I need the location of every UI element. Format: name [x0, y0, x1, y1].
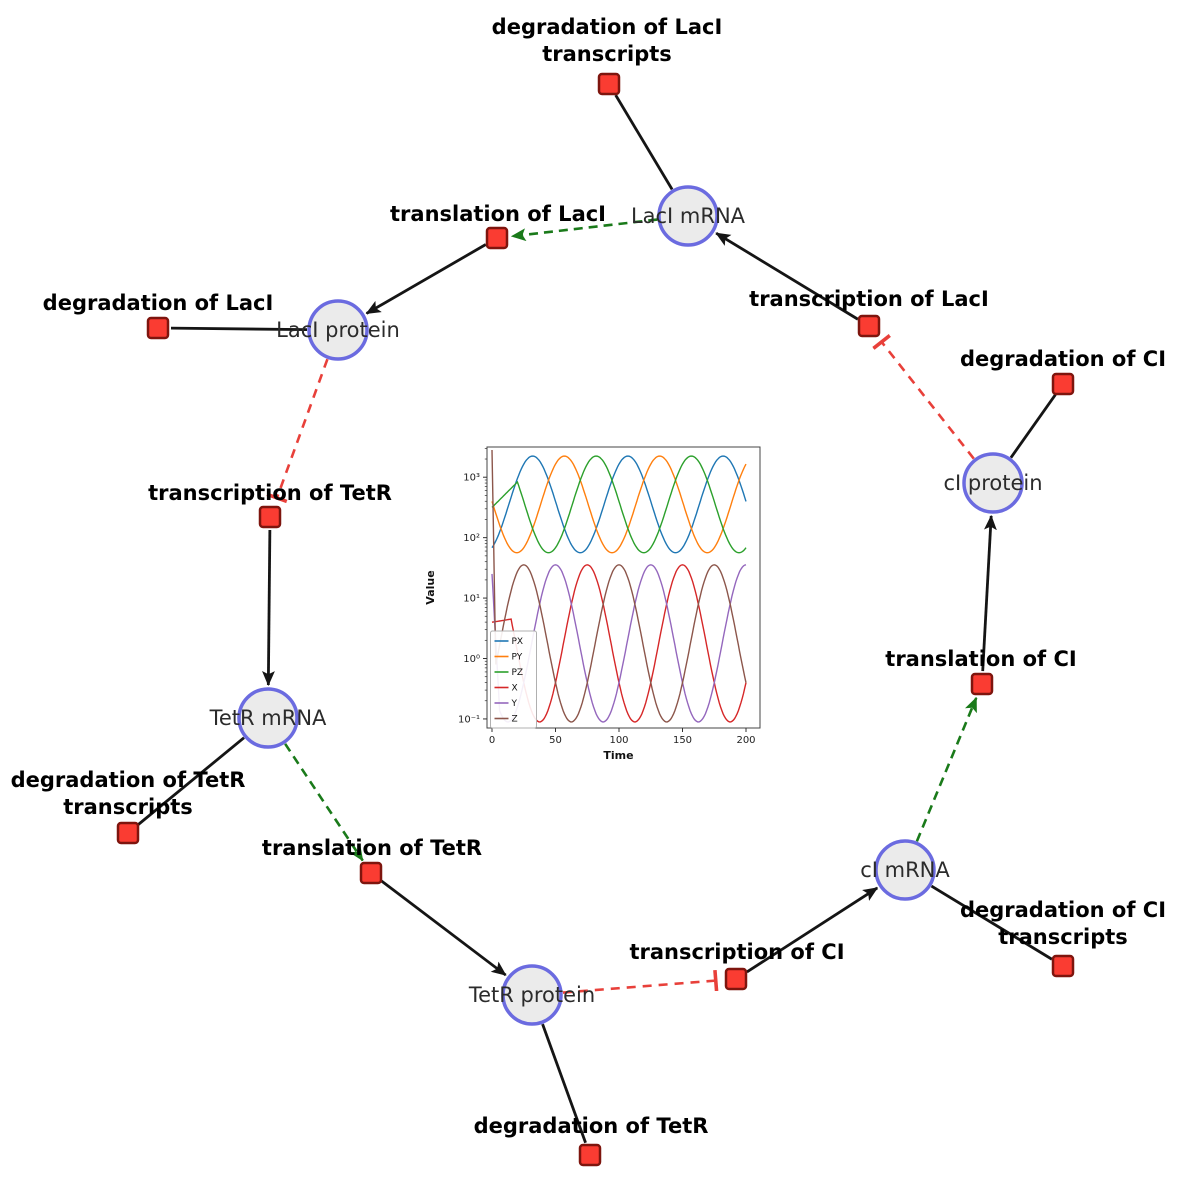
reaction-node-tc_ci — [724, 967, 748, 991]
series-PX-line — [491, 455, 747, 554]
species-node-ci_protein — [962, 452, 1024, 514]
reaction-label-deg_tetr: degradation of TetR — [474, 1114, 709, 1138]
reaction-label-tl_laci: translation of LacI — [390, 202, 606, 226]
x-tick-label: 0 — [489, 735, 495, 746]
reaction-node-deg_laci — [146, 316, 170, 340]
edge-consumption-laci_mrna-to-deg_laci_tx — [614, 94, 674, 191]
reaction-node-deg_tetr — [578, 1143, 602, 1167]
species-label-ci_mrna: cI mRNA — [860, 858, 950, 882]
reaction-label-deg_laci_tx-line2: transcripts — [542, 42, 672, 66]
edge-inhibition-ci_protein-to-tc_laci — [872, 334, 975, 460]
reaction-label-tc_ci: transcription of CI — [629, 940, 844, 964]
edge-consumption-tetr_mrna-to-deg_tetr_tx — [137, 736, 245, 826]
edge-production-tc_ci-to-ci_mrna — [746, 886, 879, 974]
reaction-node-deg_tetr_tx — [116, 821, 140, 845]
reaction-label-tl_tetr: translation of TetR — [262, 836, 482, 860]
x-tick-label: 200 — [736, 735, 755, 746]
species-node-ci_mrna — [874, 839, 936, 901]
y-tick-label: 10¹ — [463, 594, 480, 605]
legend-label-Y: Y — [511, 699, 518, 709]
reaction-node-tl_laci — [485, 226, 509, 250]
y-tick-label: 10³ — [463, 473, 480, 484]
species-node-laci_protein — [307, 299, 369, 361]
edge-production-tc_tetr-to-tetr_mrna — [262, 529, 275, 687]
series-Y-line — [491, 564, 747, 723]
reaction-node-tl_tetr — [359, 861, 383, 885]
species-label-laci_protein: LacI protein — [276, 318, 400, 342]
reaction-label-tl_ci: translation of CI — [885, 647, 1076, 671]
x-tick-label: 150 — [673, 735, 692, 746]
reaction-label-deg_tetr_tx-line1: degradation of TetR — [11, 768, 246, 792]
reaction-node-deg_ci — [1051, 372, 1075, 396]
x-tick-label: 100 — [609, 735, 628, 746]
reaction-label-deg_laci_tx-line1: degradation of LacI — [492, 15, 723, 39]
species-label-laci_mrna: LacI mRNA — [631, 204, 746, 228]
x-axis-label: Time — [603, 749, 633, 762]
edge-consumption-ci_protein-to-deg_ci — [1009, 393, 1057, 459]
y-tick-label: 10⁻¹ — [458, 714, 480, 725]
edge-modifier-ci_mrna-to-tl_ci — [915, 696, 978, 842]
edge-consumption-laci_protein-to-deg_laci — [170, 326, 308, 332]
reaction-label-deg_laci: degradation of LacI — [43, 291, 274, 315]
reaction-label-tc_tetr: transcription of TetR — [148, 481, 392, 505]
reaction-node-tc_laci — [857, 314, 881, 338]
legend-label-PX: PX — [512, 637, 524, 647]
legend-label-PY: PY — [512, 653, 523, 663]
reaction-label-deg_ci: degradation of CI — [960, 347, 1166, 371]
edge-inhibition-tetr_protein-to-tc_ci — [562, 969, 719, 994]
legend-label-PZ: PZ — [512, 668, 524, 678]
edges-layer — [137, 94, 1057, 1144]
series-PZ-line — [491, 455, 747, 554]
species-node-tetr_mrna — [237, 687, 299, 749]
reaction-label-deg_tetr_tx-line2: transcripts — [63, 795, 193, 819]
edge-inhibition-laci_protein-to-tc_tetr — [266, 358, 329, 504]
chart-series-layer — [491, 449, 747, 723]
reaction-node-tl_ci — [970, 672, 994, 696]
species-node-laci_mrna — [657, 185, 719, 247]
edge-production-tl_ci-to-ci_protein — [981, 514, 997, 672]
reaction-label-deg_ci_tx-line2: transcripts — [998, 925, 1128, 949]
nodes-layer — [116, 72, 1075, 1167]
y-tick-label: 10⁰ — [463, 654, 480, 665]
legend-label-X: X — [512, 684, 518, 694]
series-PY-line — [491, 455, 747, 554]
edge-consumption-tetr_protein-to-deg_tetr — [541, 1023, 587, 1144]
y-tick-label: 10² — [463, 533, 480, 544]
x-tick-label: 50 — [549, 735, 562, 746]
reaction-label-deg_ci_tx-line1: degradation of CI — [960, 898, 1166, 922]
reaction-node-deg_ci_tx — [1051, 954, 1075, 978]
legend-label-Z: Z — [512, 715, 518, 725]
y-axis-label: Value — [424, 570, 437, 604]
species-label-tetr_protein: TetR protein — [468, 983, 595, 1007]
series-Z-line — [491, 449, 747, 723]
edge-production-tl_tetr-to-tetr_protein — [380, 879, 507, 977]
species-label-tetr_mrna: TetR mRNA — [209, 706, 327, 730]
edge-production-tc_laci-to-laci_mrna — [715, 231, 859, 321]
edge-production-tl_laci-to-laci_protein — [365, 243, 487, 315]
species-node-tetr_protein — [501, 964, 563, 1026]
edge-modifier-laci_mrna-to-tl_laci — [510, 218, 658, 242]
species-label-ci_protein: cI protein — [943, 471, 1042, 495]
edge-modifier-tetr_mrna-to-tl_tetr — [284, 743, 364, 862]
reaction-node-deg_laci_tx — [597, 72, 621, 96]
reaction-node-tc_tetr — [258, 505, 282, 529]
edge-consumption-ci_mrna-to-deg_ci_tx — [930, 884, 1053, 961]
reaction-label-tc_laci: transcription of LacI — [749, 287, 989, 311]
